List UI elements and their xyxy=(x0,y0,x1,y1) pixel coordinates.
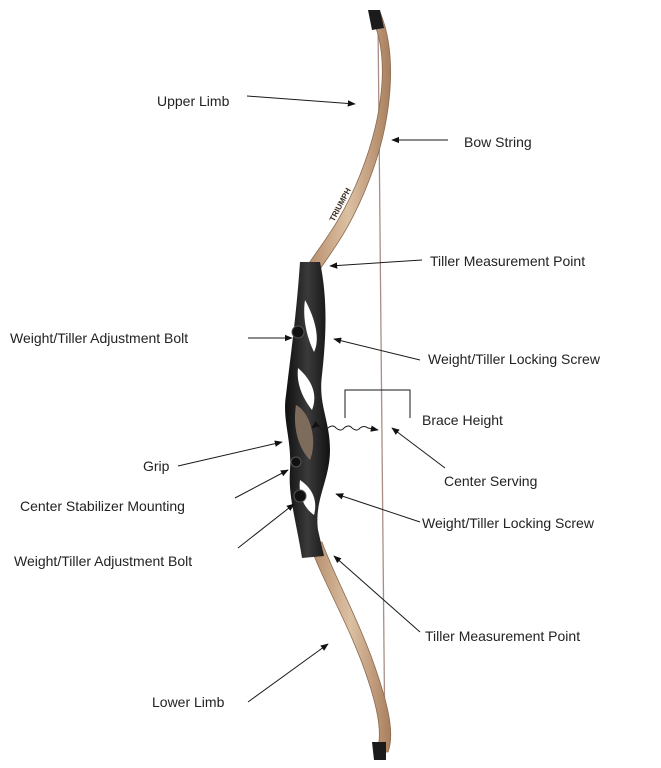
label-brace-height: Brace Height xyxy=(422,412,503,428)
arrow-center-serving xyxy=(392,428,445,468)
label-grip: Grip xyxy=(143,458,170,474)
arrow-adjust-bolt-bottom xyxy=(238,504,294,548)
label-center-stabilizer: Center Stabilizer Mounting xyxy=(20,498,185,514)
label-bow-string: Bow String xyxy=(464,134,532,150)
arrow-grip xyxy=(178,442,282,466)
arrow-locking-screw-bottom xyxy=(336,494,420,522)
label-upper-limb: Upper Limb xyxy=(157,93,230,109)
arrow-locking-screw-top xyxy=(334,339,420,360)
arrow-tiller-point-top xyxy=(330,260,422,266)
arrow-lower-limb xyxy=(248,644,328,702)
label-adjust-bolt-top: Weight/Tiller Adjustment Bolt xyxy=(10,330,188,346)
label-locking-screw-bottom: Weight/Tiller Locking Screw xyxy=(422,515,595,531)
label-lower-limb: Lower Limb xyxy=(152,694,225,710)
label-locking-screw-top: Weight/Tiller Locking Screw xyxy=(428,351,601,367)
arrow-upper-limb xyxy=(247,96,355,104)
lower-limb xyxy=(310,542,391,760)
arrow-center-stabilizer xyxy=(235,470,288,498)
label-adjust-bolt-bottom: Weight/Tiller Adjustment Bolt xyxy=(14,553,192,569)
label-center-serving: Center Serving xyxy=(444,473,537,489)
riser xyxy=(285,262,330,558)
brace-height-bracket xyxy=(345,390,410,418)
label-tiller-point-top: Tiller Measurement Point xyxy=(430,253,585,269)
label-tiller-point-bottom: Tiller Measurement Point xyxy=(425,628,580,644)
